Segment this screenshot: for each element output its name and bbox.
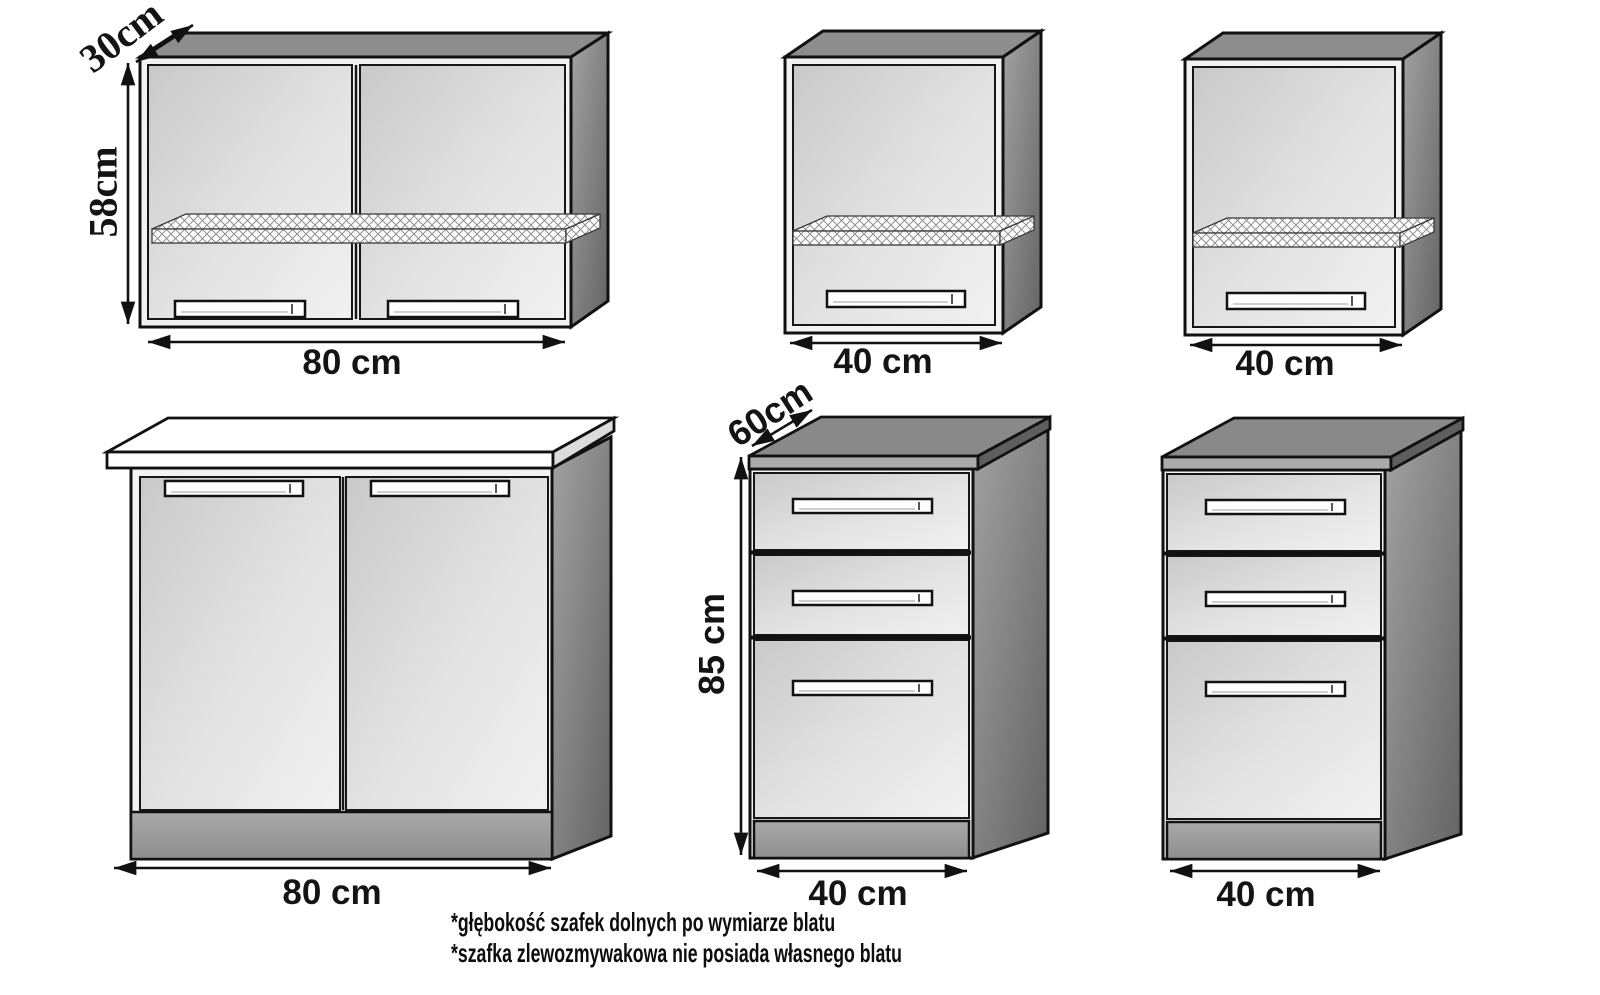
- base-cabinet-80: [101, 415, 620, 862]
- door-handle: [825, 289, 967, 309]
- base-cabinet-40-drawers-middle-width-label: 40 cm: [808, 874, 908, 913]
- left-door-handle: [173, 299, 307, 319]
- right-side-face: [1001, 28, 1043, 336]
- right-side-face: [550, 434, 613, 862]
- right-side-face: [1383, 424, 1463, 862]
- drawer-3: [1166, 640, 1382, 820]
- wall-cabinet-80-dimension-arrows: [120, 23, 565, 350]
- door: [1192, 66, 1396, 328]
- left-door: [147, 64, 353, 320]
- wall-cabinet-40-right: [1180, 30, 1446, 338]
- top-face: [134, 31, 614, 59]
- right-door-handle: [369, 479, 511, 498]
- wall-cabinet-80-height-label: 58cm: [80, 146, 126, 238]
- door-handle: [1225, 291, 1367, 311]
- right-side-face: [970, 423, 1050, 861]
- wall-cabinet-40-middle: [780, 28, 1046, 336]
- plinth: [129, 810, 554, 861]
- shelf: [792, 215, 1035, 246]
- top-face: [780, 29, 1046, 59]
- worktop-end: [1389, 415, 1465, 473]
- worktop: [747, 414, 1052, 472]
- worktop-end: [976, 414, 1052, 472]
- drawer-handle-3: [791, 679, 934, 697]
- drawer-handle-2: [1204, 590, 1347, 608]
- right-door-handle: [386, 299, 520, 319]
- right-door: [345, 476, 549, 811]
- base-cabinet-40-drawers-middle-height-label: 85 cm: [691, 592, 732, 696]
- base-cabinet-40-drawers-middle: [747, 414, 1052, 861]
- base-cabinet-40-drawers-right-width-label: 40 cm: [1216, 875, 1316, 914]
- footnote-depth-note: *głębokość szafek dolnych po wymiarze bl…: [451, 907, 836, 937]
- worktop-edge: [105, 450, 555, 470]
- drawer-3: [753, 639, 970, 819]
- base-cabinet-40-drawers-right: [1160, 415, 1465, 862]
- depth-arrow: [135, 23, 194, 64]
- left-door-handle: [163, 479, 305, 498]
- footnote-sink-cabinet-note: *szafka zlewozmywakowa nie posiada własn…: [451, 938, 902, 968]
- shelf: [151, 213, 601, 244]
- worktop-edge: [747, 454, 980, 471]
- left-door: [139, 476, 341, 811]
- plinth: [752, 819, 971, 860]
- drawer-handle-3: [1204, 680, 1347, 698]
- base-cabinet-80-width-label: 80 cm: [282, 873, 382, 912]
- shelf: [1192, 217, 1435, 248]
- right-door: [359, 64, 566, 320]
- depth-arrow: [751, 408, 813, 448]
- right-side-face: [569, 30, 610, 330]
- right-side-face: [1401, 30, 1443, 338]
- worktop-top: [101, 416, 620, 454]
- wall-cabinet-40-middle-width-label: 40 cm: [833, 342, 933, 381]
- door: [792, 64, 996, 326]
- wall-cabinet-80: [134, 30, 614, 330]
- wall-cabinet-40-right-width-label: 40 cm: [1235, 344, 1335, 383]
- drawer-handle-1: [1204, 498, 1347, 516]
- base-cabinet-40-drawers-middle-dimension-arrows: [733, 408, 967, 879]
- worktop: [101, 415, 620, 471]
- wall-cabinet-80-width-label: 80 cm: [302, 343, 402, 382]
- top-face: [1180, 31, 1446, 61]
- worktop-end: [551, 415, 616, 471]
- plinth: [1165, 820, 1383, 861]
- worktop-edge: [1160, 455, 1393, 472]
- drawer-handle-1: [791, 497, 934, 515]
- drawer-handle-2: [791, 589, 934, 607]
- worktop: [1160, 415, 1465, 473]
